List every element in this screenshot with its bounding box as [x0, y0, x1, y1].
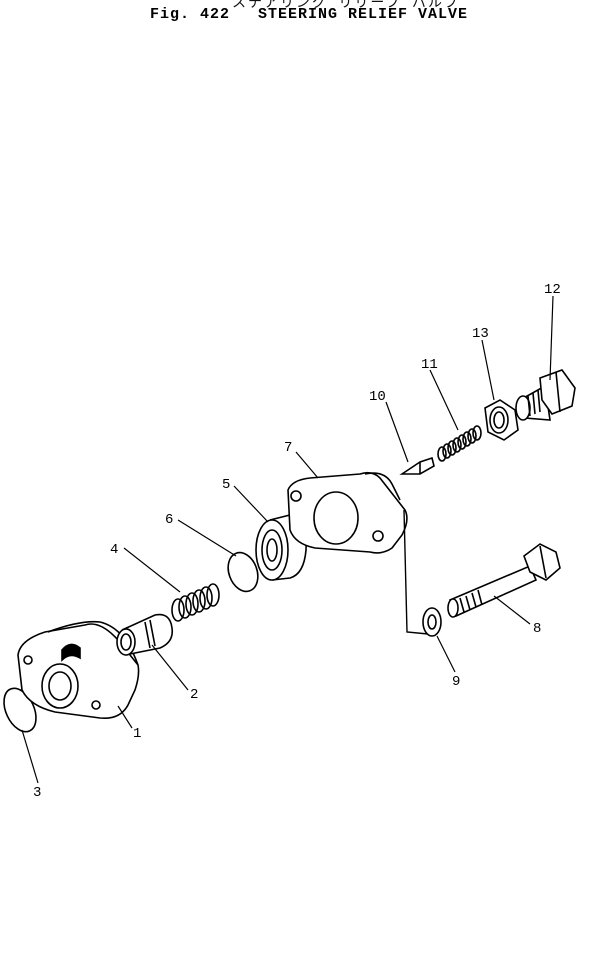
callout-13: 13: [472, 326, 489, 342]
callout-9: 9: [452, 674, 460, 690]
part-7-valve-body: [287, 471, 408, 554]
callout-8: 8: [533, 621, 541, 637]
leader-lines: [21, 295, 554, 784]
part-3-o-ring: [3, 687, 37, 733]
part-6-o-ring: [227, 551, 259, 593]
leader-line-7: [295, 451, 319, 479]
callout-11: 11: [421, 357, 438, 373]
leader-line-9: [436, 635, 456, 673]
part-8-bolt: [447, 543, 561, 618]
leader-line-2: [151, 644, 189, 691]
figure-number: Fig. 422: [150, 6, 231, 23]
leader-line-11: [429, 369, 459, 431]
part-10-poppet: [399, 456, 435, 475]
part-1-flange: [17, 620, 140, 720]
figure-title: Fig. 422 STEERING RELIEF VALVE: [150, 6, 468, 23]
assembly-bracket-line: [403, 509, 429, 635]
figure-caption: STEERING RELIEF VALVE: [258, 6, 469, 23]
callout-10: 10: [369, 389, 386, 405]
leader-line-5: [233, 485, 269, 523]
leader-line-1: [117, 705, 133, 729]
leader-line-8: [493, 595, 531, 625]
callout-labels: 1 2 3 4 5 6 7 8 9 10 11 12 13: [33, 282, 561, 801]
callout-12: 12: [544, 282, 561, 298]
callout-1: 1: [133, 726, 141, 742]
leader-line-6: [177, 519, 237, 557]
leader-line-10: [385, 401, 409, 463]
part-13-nut: [484, 399, 519, 441]
leader-line-4: [123, 547, 181, 593]
leader-line-12: [549, 295, 554, 381]
part-4-spring: [171, 583, 220, 622]
japanese-title: ステアリング リリーフ バルブ: [232, 0, 460, 12]
callout-5: 5: [222, 477, 230, 493]
callout-4: 4: [110, 542, 118, 558]
callout-2: 2: [190, 687, 198, 703]
part-11-spring: [437, 425, 482, 462]
part-12-adjusting-plug: [515, 369, 576, 421]
part-2-spool: [116, 613, 174, 656]
part-9-washer: [422, 607, 442, 637]
callout-3: 3: [33, 785, 41, 801]
callout-6: 6: [165, 512, 173, 528]
leader-line-3: [21, 729, 39, 784]
leader-line-13: [481, 339, 495, 401]
callout-7: 7: [284, 440, 292, 456]
